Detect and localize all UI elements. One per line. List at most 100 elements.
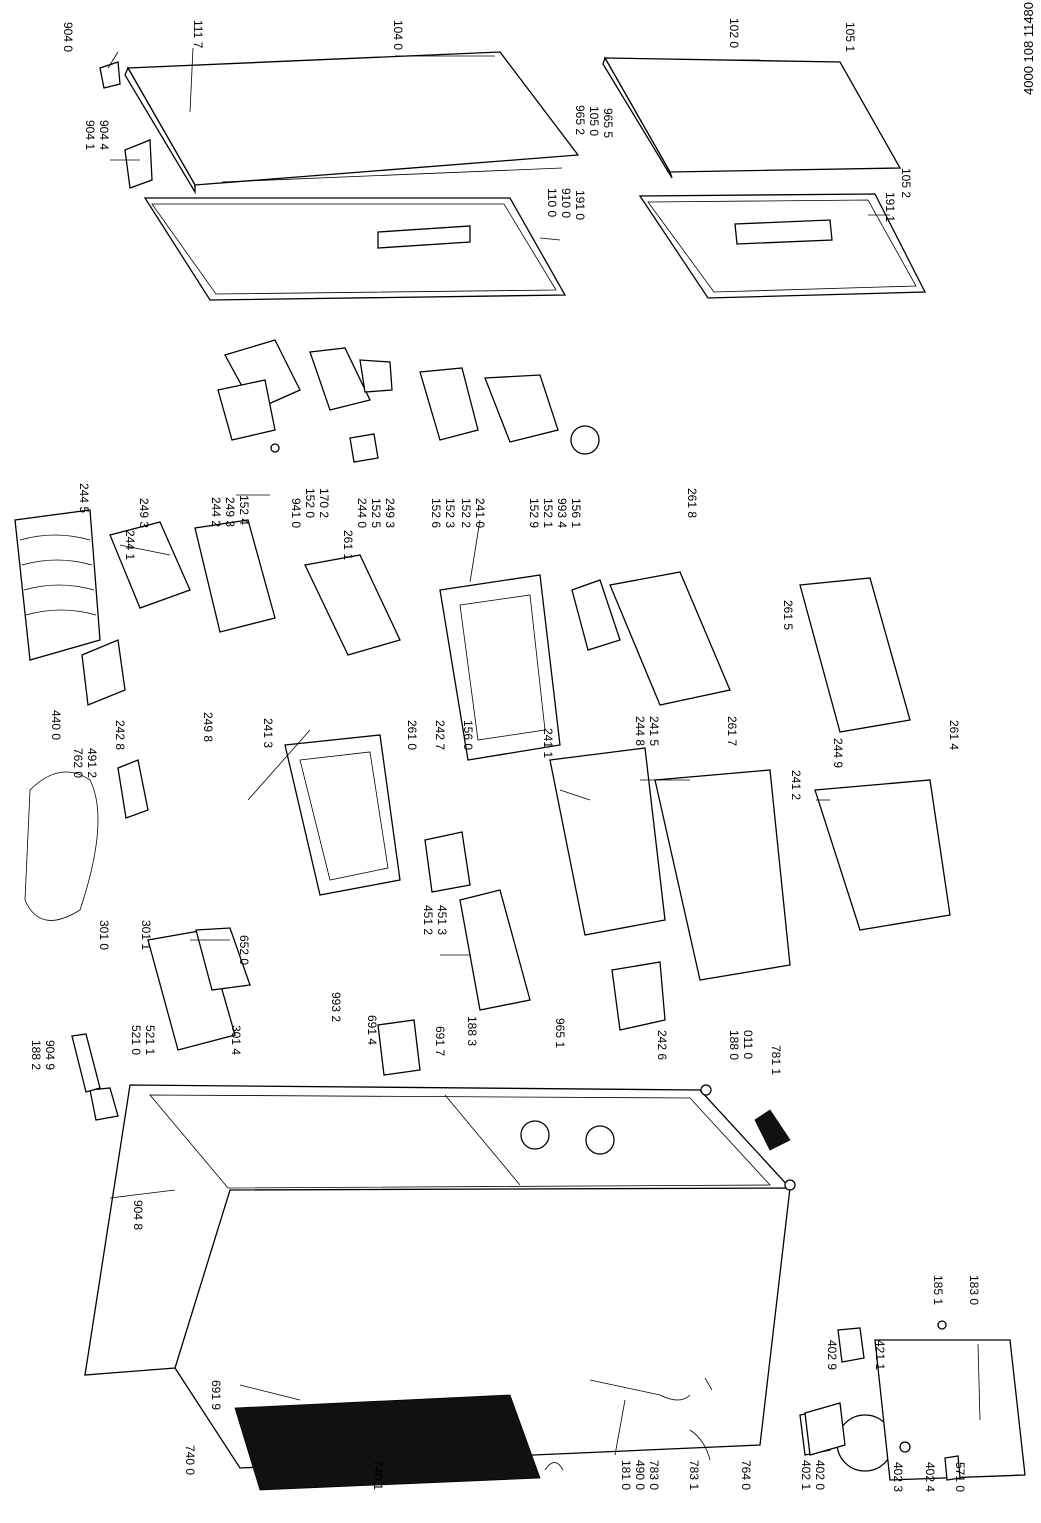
callout-label: 152 3 [443,498,457,529]
callout-label: 764 0 [739,1460,753,1491]
callout-label: 249 8 [201,712,215,743]
freezer-door-gasket [143,197,567,301]
callout-label: 152 2 [459,498,473,529]
callout-label: 241 3 [261,718,275,749]
callout-label: 965 5 [601,108,615,139]
callout-label: 152 0 [303,488,317,519]
callout-label: 181 0 [619,1460,633,1491]
hinge-part [124,139,153,189]
callout-label: 152 1 [541,498,555,529]
wine-rack [14,509,101,661]
fan-motor [754,1109,791,1151]
freezer-grid [459,889,531,1011]
callout-label: 261 0 [405,720,419,751]
document-number: 4000 108 11480 [1021,1,1036,95]
fridge-door-outer [602,56,902,179]
callout-label: 152 9 [527,498,541,529]
callout-label: 910 0 [559,188,573,219]
butter-box [81,639,126,706]
glass-shelf-3 [304,554,401,656]
callout-label: 402 0 [813,1460,827,1491]
small-cover [424,831,471,893]
callout-label: 451 3 [435,905,449,936]
callout-label: 152 4 [237,495,251,526]
callout-label: 451 2 [421,905,435,936]
pipe-lines [589,1377,713,1461]
callout-label: 421 1 [873,1340,887,1371]
callout-label: 191 1 [883,192,897,223]
callout-label: 402 4 [923,1462,937,1493]
callout-label: 904 1 [83,120,97,151]
callout-label: 152 5 [369,498,383,529]
fridge-door-gasket [638,193,927,299]
ice-box [611,961,666,1031]
callout-label: 244 9 [831,738,845,769]
callout-label: 571 0 [953,1462,967,1493]
condenser [234,1394,564,1491]
leader-lines [107,47,981,1456]
callout-label: 301 0 [97,920,111,951]
callout-label: 241 2 [789,770,803,801]
callout-label: 183 0 [967,1275,981,1306]
door-bins [217,339,600,463]
callout-label: 941 0 [289,498,303,529]
callout-label: 188 3 [465,1016,479,1047]
callout-label: 156 1 [569,498,583,529]
compressor-group [799,1320,1026,1481]
glass-shelf-2 [194,519,276,633]
control-panel [24,759,251,1121]
callout-label: 521 1 [143,1025,157,1056]
callout-label: 242 8 [113,720,127,751]
callout-label: 904 9 [43,1040,57,1071]
callout-label: 993 2 [329,992,343,1023]
callout-label: 188 2 [29,1040,43,1071]
callout-label: 156 0 [461,720,475,751]
callout-label: 965 2 [573,105,587,136]
callout-label: 301 1 [139,920,153,951]
callout-label: 105 2 [899,168,913,199]
callout-label: 740 1 [371,1460,385,1491]
callout-label: 783 1 [687,1460,701,1491]
callout-label: 188 0 [727,1030,741,1061]
callout-label: 241 5 [647,716,661,747]
callout-label: 904 4 [97,120,111,151]
callout-label: 191 0 [573,190,587,221]
callout-label: 241 0 [473,498,487,529]
callout-label: 249 3 [223,497,237,528]
freezer-door-outer [124,51,580,195]
callout-label: 762 0 [71,748,85,779]
callout-label: 111 7 [191,20,205,49]
callout-label: 242 7 [433,720,447,751]
callout-label: 904 0 [61,22,75,53]
callout-label: 652 0 [237,935,251,966]
callout-label: 152 6 [429,498,443,529]
callout-label: 691 7 [433,1026,447,1057]
callout-label: 261 7 [725,716,739,747]
egg-tray [571,579,621,651]
callout-label: 244 5 [77,483,91,514]
callout-label: 244 2 [209,497,223,528]
callout-label: 521 0 [129,1025,143,1056]
callout-label: 261 4 [947,720,961,751]
callout-label: 011 0 [741,1030,755,1060]
callout-label: 691 4 [365,1015,379,1046]
glass-shelf-4 [609,571,731,706]
callout-label: 301 4 [229,1025,243,1056]
callout-label: 740 0 [183,1445,197,1476]
callout-label: 110 0 [545,188,559,218]
glass-shelf-5 [799,577,911,733]
callout-label: 440 0 [49,710,63,741]
callout-label: 244 1 [123,530,137,561]
callout-label: 244 0 [355,498,369,529]
callout-label: 904 8 [131,1200,145,1231]
callout-label: 781 1 [769,1045,783,1076]
callout-label: 105 1 [843,22,857,53]
callout-label: 783 0 [647,1460,661,1491]
light-cover [71,1033,101,1093]
callout-label: 249 3 [383,498,397,529]
glass-shelf-1 [109,521,191,609]
hinge-cover-part [99,61,121,89]
callout-label: 241 1 [541,728,555,759]
